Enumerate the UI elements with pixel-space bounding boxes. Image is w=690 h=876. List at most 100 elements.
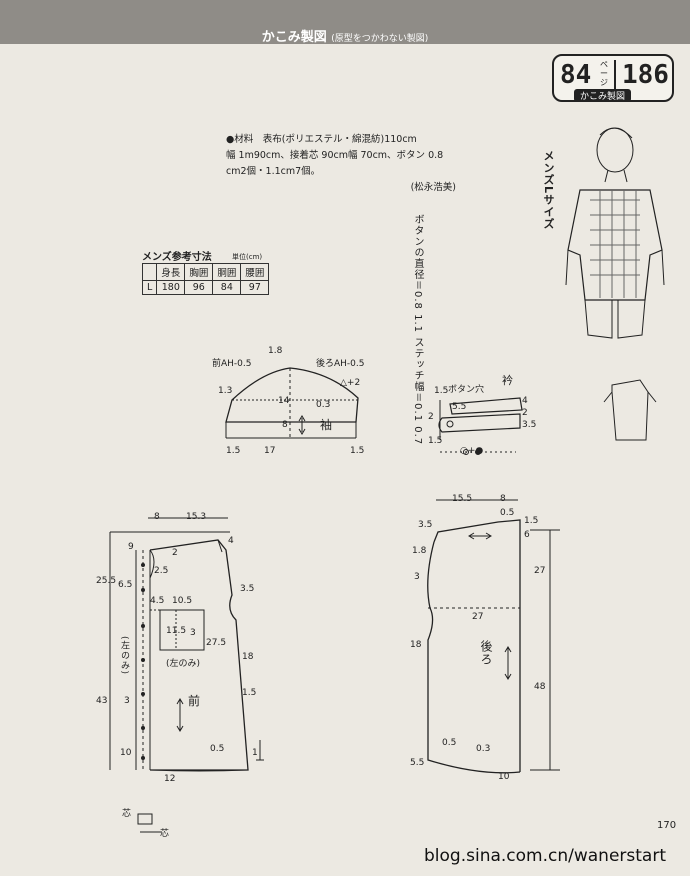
label-front-d255: 25.5 — [96, 576, 117, 586]
label-back-d18b: 18 — [410, 640, 422, 650]
label-back-d35: 3.5 — [418, 520, 433, 530]
label-sleeve-d15b: 1.5 — [350, 446, 365, 456]
label-front-d18: 18 — [242, 652, 254, 662]
materials-line-3: cm2個・1.1cm7個。 — [226, 166, 321, 177]
label-front-d3b: 3 — [124, 696, 130, 706]
label-back-d55: 5.5 — [410, 758, 425, 768]
label-front-d65: 6.5 — [118, 580, 133, 590]
label-collar-d35: 3.5 — [522, 420, 537, 430]
label-sleeve-d8: 8 — [282, 420, 288, 430]
label-back-d03: 0.3 — [476, 744, 491, 754]
label-sleeve-d14: 14 — [278, 396, 290, 406]
back-pattern — [427, 499, 560, 774]
measurements-cell: 97 — [240, 280, 270, 295]
label-front-d05: 0.5 — [210, 744, 225, 754]
label-collar-d4: 4 — [522, 396, 528, 406]
watermark: blog.sina.com.cn/wanerstart — [424, 846, 666, 866]
label-collar-d55: 5.5 — [452, 402, 467, 412]
label-front-d45: 4.5 — [150, 596, 165, 606]
materials-line-2: 幅 1m90cm、接着芯 90cm幅 70cm、ボタン 0.8 — [226, 150, 444, 161]
label-collar-d2a: 2 — [428, 412, 434, 422]
label-back-d05b: 0.5 — [442, 738, 457, 748]
size-label: メンズLサイズ — [542, 150, 555, 231]
measurements-title: メンズ参考寸法 — [142, 252, 212, 263]
label-sleeve-back-ah: 後ろAH-0.5 — [316, 359, 365, 369]
label-front-d4: 4 — [228, 536, 234, 546]
header-title-text: かこみ製図 — [261, 30, 327, 45]
header-subtitle: (原型をつかわない製図) — [331, 34, 429, 44]
label-front-d1: 1 — [252, 748, 258, 758]
button-note: ボタンの直径＝0.8 1.1 ステッチ幅＝0.1 0.7 — [410, 214, 424, 445]
label-front-d115: 11.5 — [166, 626, 187, 636]
label-front-d25: 2.5 — [154, 566, 169, 576]
label-back-d10: 10 — [498, 772, 510, 782]
label-back-d27b: 27 — [472, 612, 484, 622]
label-collar-d15: 1.5 — [434, 386, 449, 396]
materials-text: ●材料 表布(ポリエステル・綿混紡)110cm 幅 1m90cm、接着芯 90c… — [226, 132, 456, 196]
label-back-d48: 48 — [534, 682, 546, 692]
label-back-d15: 1.5 — [524, 516, 539, 526]
button-note-line-1: ボタンの直径＝0.8 1.1 — [412, 214, 423, 333]
label-back-d05a: 0.5 — [500, 508, 515, 518]
measurements-table: 身長 胸囲 胴囲 腰囲 L 180 96 84 97 — [141, 263, 270, 295]
header-bar: かこみ製図 (原型をつかわない製図) — [0, 0, 690, 45]
page-ref-sub: かこみ製図 — [574, 89, 632, 102]
label-front-name: 前 — [188, 694, 201, 708]
label-back-d27a: 27 — [534, 566, 546, 576]
label-sleeve-d13: 1.3 — [218, 386, 233, 396]
page-number-b: 186 — [614, 60, 669, 90]
page-reference-box: 84 ページ 186 かこみ製図 — [552, 54, 674, 102]
header-title: かこみ製図 (原型をつかわない製図) — [0, 26, 690, 45]
label-front-d12: 12 — [164, 774, 176, 784]
label-collar-buttonhole: ボタン穴 — [448, 385, 485, 395]
label-back-d8: 8 — [500, 494, 506, 504]
label-front-d43: 43 — [96, 696, 108, 706]
label-sleeve-plus2: △+2 — [340, 378, 361, 388]
page-number: 170 — [657, 820, 677, 831]
materials-credit: (松永浩美) — [410, 182, 456, 193]
label-back-d155: 15.5 — [452, 494, 473, 504]
label-collar-d15b: 1.5 — [428, 436, 443, 446]
label-sleeve-d17: 17 — [264, 446, 276, 456]
collar-pattern — [438, 397, 523, 455]
label-back-d18a: 1.8 — [412, 546, 427, 556]
label-front-d8: 8 — [154, 512, 160, 522]
label-legend-shin: 芯 — [122, 809, 132, 819]
label-back-d6: 6 — [524, 530, 530, 540]
label-collar-d2b: 2 — [522, 408, 528, 418]
label-sleeve-d03: 0.3 — [316, 400, 331, 410]
button-note-line-2: ステッチ幅＝0.1 0.7 — [412, 337, 423, 446]
page-label: ページ — [600, 60, 608, 87]
label-sleeve-d15a: 1.5 — [226, 446, 241, 456]
label-front-pocket-left: (左のみ) — [166, 659, 201, 669]
label-sleeve-front-ah: 前AH-0.5 — [212, 359, 252, 369]
label-back-d3: 3 — [414, 572, 420, 582]
label-collar-name: 衿 — [502, 374, 513, 387]
label-sleeve-name: 袖 — [320, 418, 333, 432]
label-front-d10: 10 — [120, 748, 132, 758]
interfacing-legend — [137, 813, 162, 833]
label-front-d3a: 3 — [190, 628, 196, 638]
front-pattern — [109, 517, 264, 772]
label-front-d153: 15.3 — [186, 512, 207, 522]
label-front-d35: 3.5 — [240, 584, 255, 594]
figure-illustration — [565, 127, 665, 441]
label-sleeve-d18: 1.8 — [268, 346, 283, 356]
label-front-d9: 9 — [128, 542, 134, 552]
measurements-cell: 84 — [212, 280, 242, 295]
measurements-unit: 単位(cm) — [232, 253, 263, 261]
label-back-name: 後ろ — [479, 640, 493, 666]
label-front-pocket-left-vertical: (左のみ) — [119, 636, 129, 676]
materials-line-1: ●材料 表布(ポリエステル・綿混紡)110cm — [226, 134, 417, 145]
label-front-d105: 10.5 — [172, 596, 193, 606]
label-front-d2: 2 — [172, 548, 178, 558]
label-legend-shin2: 芯 — [160, 829, 170, 839]
label-front-d275: 27.5 — [206, 638, 227, 648]
page-number-a: 84 — [560, 60, 592, 90]
measurements-cell: L — [141, 280, 158, 295]
measurements-row: L 180 96 84 97 — [141, 280, 270, 295]
label-collar-marks: ○+● — [460, 446, 484, 456]
sleeve-pattern — [225, 367, 359, 439]
label-front-d15: 1.5 — [242, 688, 257, 698]
